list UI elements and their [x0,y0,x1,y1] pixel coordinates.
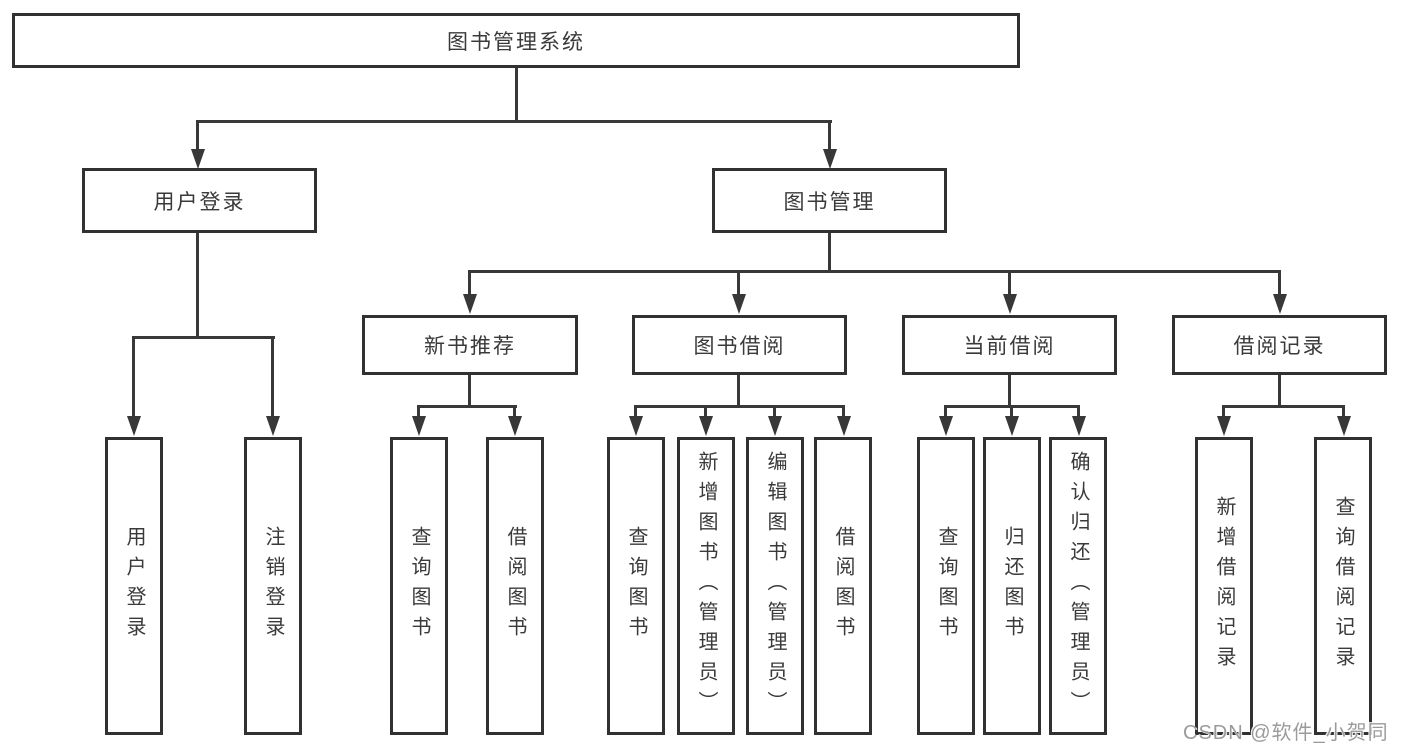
arrow-down-icon [768,416,782,436]
arrow-down-icon [508,416,522,436]
connector-segment [468,375,471,408]
connector-segment [1077,405,1080,418]
connector-segment [513,405,516,418]
leaf-add-borrow-record: 新增借阅记录 [1195,437,1253,735]
connector-segment [842,405,845,418]
connector-segment [828,120,831,150]
node-user-login: 用户登录 [82,168,317,233]
arrow-down-icon [1005,416,1019,436]
node-borrowing-records: 借阅记录 [1172,315,1387,375]
connector-segment [468,270,1281,273]
arrow-down-icon [1337,416,1351,436]
leaf-label: 借阅图书 [832,526,854,646]
connector-segment [515,68,518,122]
connector-segment [944,405,947,418]
node-label: 图书借阅 [693,335,786,358]
leaf-label: 查询图书 [935,526,957,646]
connector-segment [634,405,637,418]
connector-segment [737,375,740,408]
node-book-management: 图书管理 [712,168,947,233]
leaf-logout: 注销登录 [244,437,302,735]
arrow-down-icon [1273,294,1287,314]
connector-segment [1222,405,1345,408]
connector-segment [468,270,471,295]
arrow-down-icon [699,416,713,436]
node-library-system: 图书管理系统 [12,13,1020,68]
arrow-down-icon [939,416,953,436]
leaf-search-books-3: 查询图书 [917,437,975,735]
leaf-label: 查询借阅记录 [1332,496,1354,676]
arrow-down-icon [463,294,477,314]
leaf-return-books: 归还图书 [983,437,1041,735]
node-label: 新书推荐 [424,335,516,358]
arrow-down-icon [823,149,837,169]
leaf-confirm-return-admin: 确认归还（管理员） [1049,437,1107,735]
node-current-borrowing: 当前借阅 [902,315,1117,375]
node-label: 用户登录 [153,190,246,214]
leaf-label: 查询图书 [625,526,647,646]
connector-segment [1010,405,1013,418]
leaf-label: 新增图书（管理员） [695,451,717,721]
arrow-down-icon [837,416,851,436]
node-label: 当前借阅 [963,335,1056,358]
connector-segment [132,336,275,339]
node-label: 图书管理 [783,190,876,214]
connector-segment [1008,375,1011,408]
leaf-search-books-1: 查询图书 [390,437,448,735]
leaf-edit-books-admin: 编辑图书（管理员） [746,437,804,735]
csdn-watermark: CSDN @软件_小贺同学 [1183,722,1389,744]
leaf-borrow-books-1: 借阅图书 [486,437,544,735]
leaf-label: 确认归还（管理员） [1067,451,1089,721]
connector-segment [196,120,199,150]
connector-segment [196,120,832,123]
arrow-down-icon [266,416,280,436]
connector-segment [773,405,776,418]
connector-segment [704,405,707,418]
leaf-search-borrow-record: 查询借阅记录 [1314,437,1372,735]
arrow-down-icon [629,416,643,436]
arrow-down-icon [127,416,141,436]
leaf-user-login: 用户登录 [105,437,163,735]
node-label: 图书管理系统 [447,30,585,54]
leaf-borrow-books-2: 借阅图书 [814,437,872,735]
leaf-search-books-2: 查询图书 [607,437,665,735]
leaf-add-books-admin: 新增图书（管理员） [677,437,735,735]
arrow-down-icon [732,294,746,314]
connector-segment [1278,375,1281,408]
connector-segment [828,233,831,273]
node-book-borrowing: 图书借阅 [632,315,847,375]
arrow-down-icon [1072,416,1086,436]
arrow-down-icon [191,149,205,169]
connector-segment [417,405,420,418]
connector-segment [1278,270,1281,295]
leaf-label: 用户登录 [123,526,145,646]
connector-segment [737,270,740,295]
leaf-label: 注销登录 [262,526,284,646]
leaf-label: 编辑图书（管理员） [764,451,786,721]
leaf-label: 新增借阅记录 [1213,496,1235,676]
arrow-down-icon [412,416,426,436]
leaf-label: 归还图书 [1001,526,1023,646]
connector-segment [1222,405,1225,418]
leaf-label: 借阅图书 [504,526,526,646]
arrow-down-icon [1003,294,1017,314]
connector-segment [1342,405,1345,418]
leaf-label: 查询图书 [408,526,430,646]
connector-segment [634,405,845,408]
arrow-down-icon [1217,416,1231,436]
node-label: 借阅记录 [1233,335,1326,358]
connector-segment [132,336,135,418]
connector-segment [196,233,199,339]
connector-segment [417,405,517,408]
node-new-book-recommend: 新书推荐 [362,315,578,375]
connector-segment [271,336,274,418]
connector-segment [1008,270,1011,295]
